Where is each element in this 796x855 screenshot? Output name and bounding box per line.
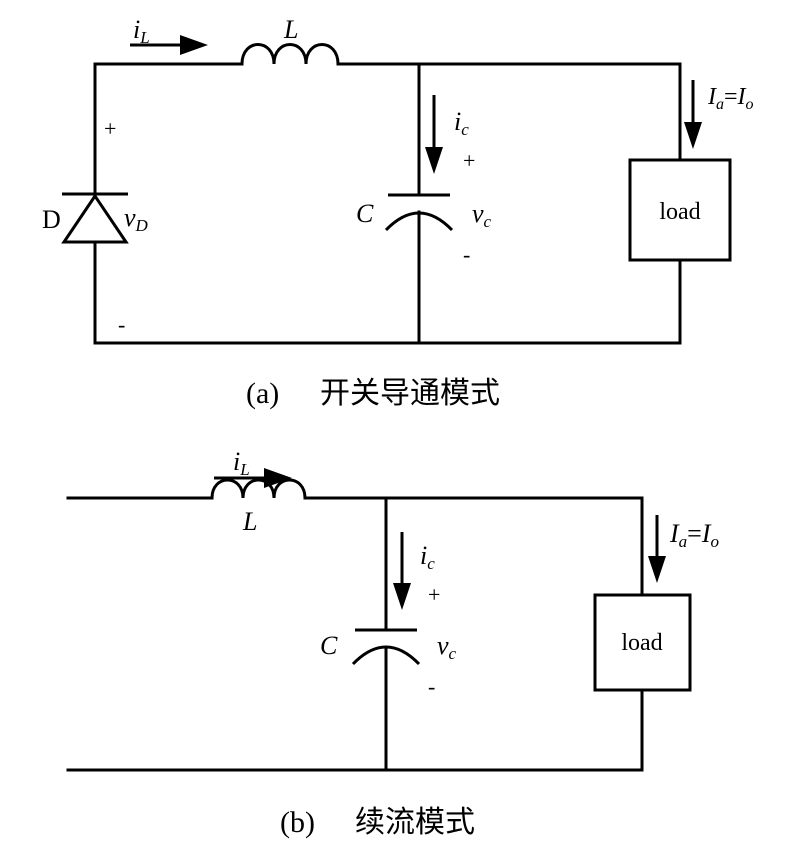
label-vc-a: vc [472,199,492,231]
load-label-b: load [621,630,662,656]
wire-a-top-right [336,62,682,162]
arrow-Ia-b [648,515,666,583]
diode-a [61,192,129,244]
load-box-a [628,158,732,262]
arrow-ic-a [425,95,443,174]
label-ic-a: ic [454,107,469,139]
arrow-ic-b [393,532,411,610]
label-iL-a: iL [133,15,150,47]
wire-b-top-right [303,496,644,597]
diode-minus-a: - [118,312,125,337]
caption-text-a: 开关导通模式 [320,377,500,410]
caption-tag-a: (a) [246,377,279,410]
cap-minus-b: - [428,674,435,699]
caption-text-b: 续流模式 [355,806,475,839]
wire-b-bottom [66,688,644,772]
wire-a-bottom [93,242,682,345]
arrow-Ia-a [684,80,702,149]
diode-plus-a: + [104,116,116,141]
load-box-b [593,593,692,692]
arrow-iL-a [130,35,208,55]
label-capacitor-b: C [320,631,338,660]
label-ic-b: ic [420,541,435,573]
cap-plus-b: + [428,582,440,607]
capacitor-b [351,628,421,666]
inductor-b [210,478,307,499]
label-Ia-Io-b: Ia=Io [669,519,719,551]
arrow-iL-b [214,468,292,488]
label-capacitor-a: C [356,199,374,228]
inductor-a [240,43,340,65]
cap-minus-a: - [463,242,470,267]
capacitor-a [384,193,454,232]
caption-tag-b: (b) [280,806,315,839]
label-diode-a: D [42,205,61,234]
label-vD-a: vD [124,203,149,235]
label-iL-b: iL [233,447,250,479]
label-Ia-Io-a: Ia=Io [707,84,754,113]
label-inductor-b: L [242,507,257,536]
diagram-b: load iL L ic + C vc - Ia=Io (b) 续流模式 [66,447,719,839]
diagram-a: load iL L ic + C vc - Ia=Io + D vD - (a)… [42,15,754,410]
label-inductor-a: L [283,15,298,44]
label-vc-b: vc [437,631,457,663]
load-label-a: load [659,199,700,225]
cap-plus-a: + [463,148,475,173]
